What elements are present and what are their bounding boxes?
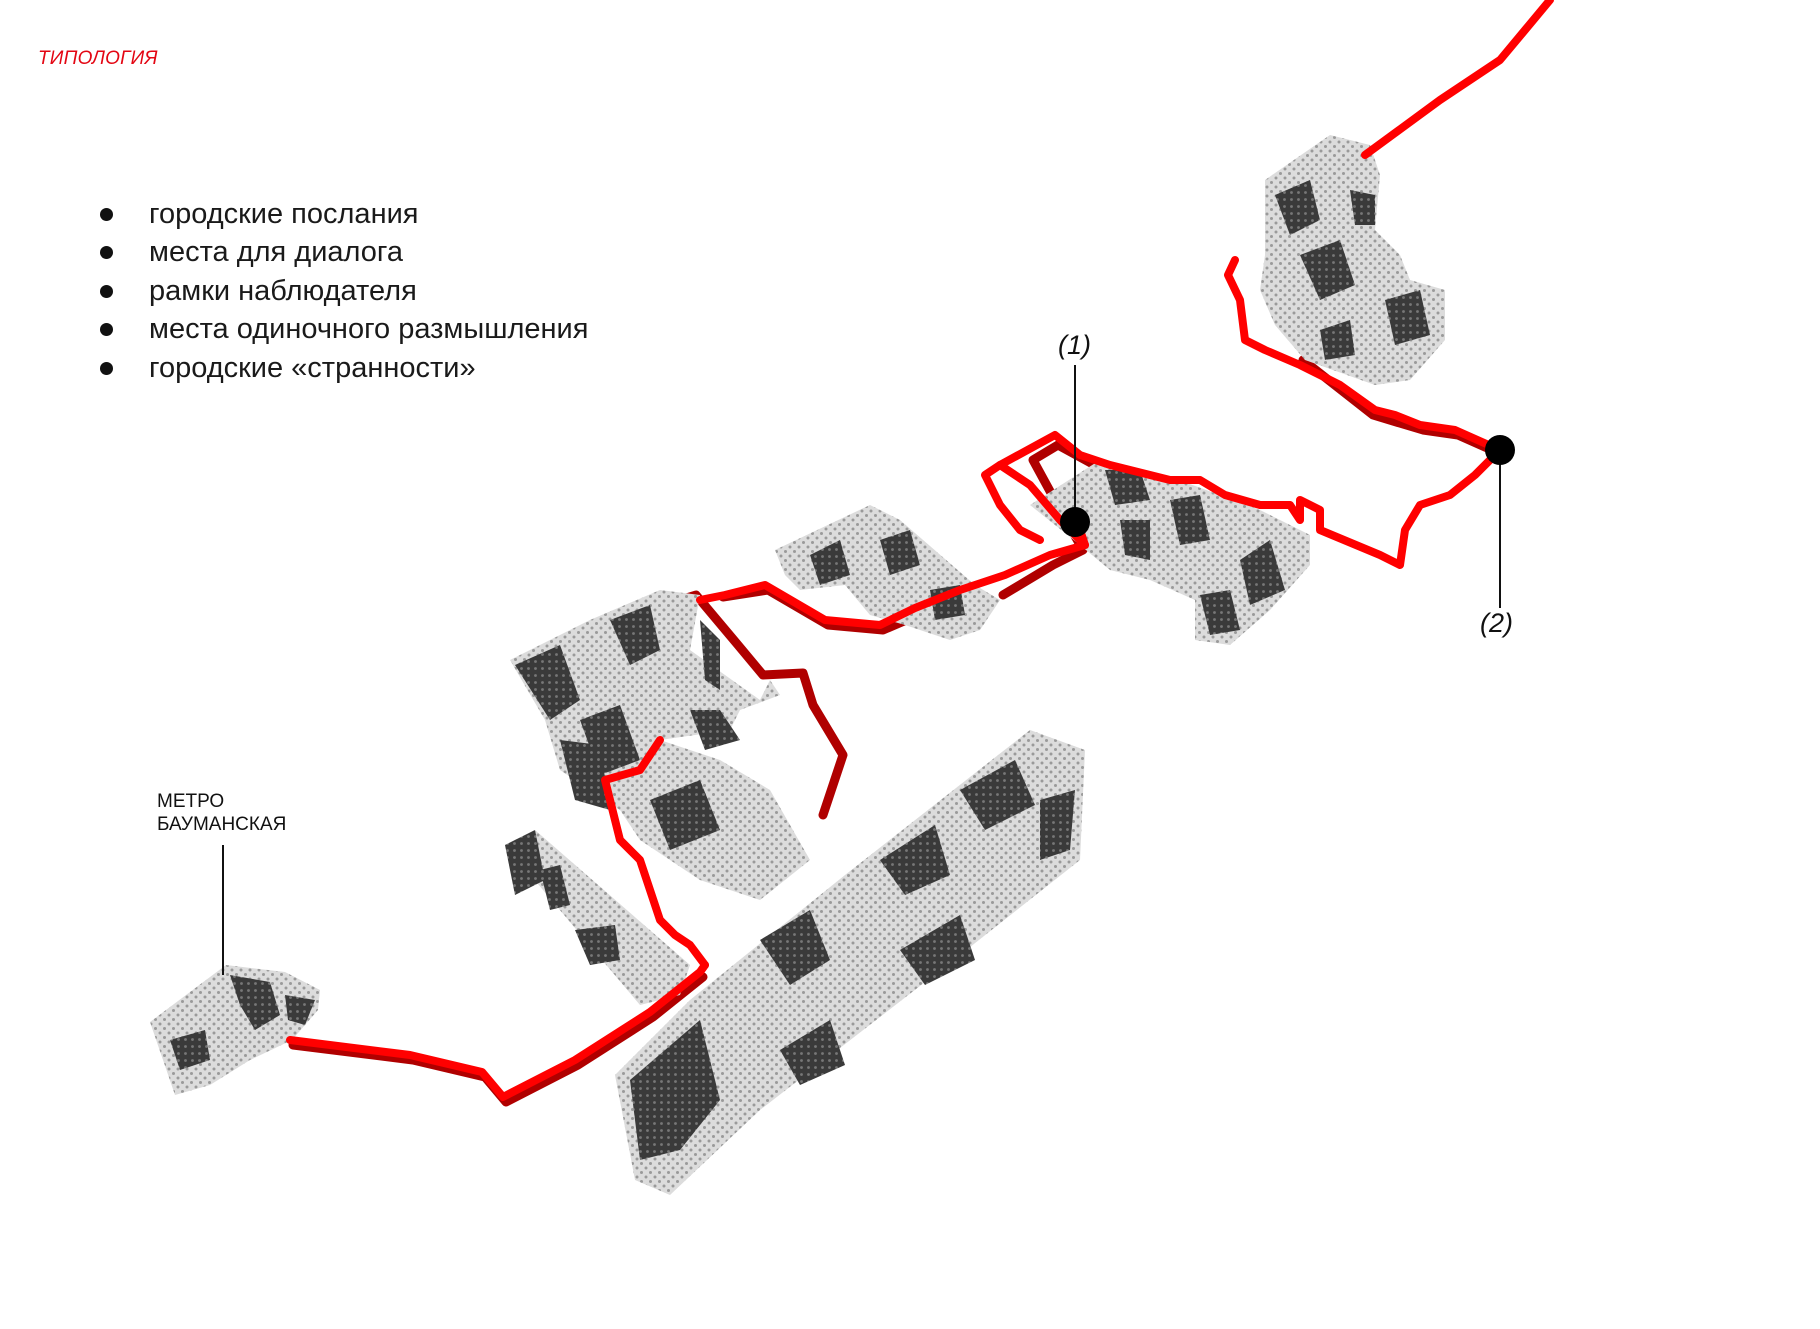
route-segment-loop-top [1224, 256, 1504, 454]
metro-label-line-1: МЕТРО [157, 791, 225, 812]
page-title: ТИПОЛОГИЯ [38, 48, 158, 69]
bullet-icon [100, 361, 113, 375]
block-upper-middle [775, 505, 1000, 640]
block-marker-1 [1030, 460, 1310, 645]
bullet-icon [100, 284, 113, 298]
block-top-right [1260, 135, 1445, 385]
marker-2-label: (2) [1480, 608, 1513, 638]
marker-2-dot [1485, 435, 1515, 465]
legend-item-label: городские послания [149, 197, 419, 230]
bullet-icon [100, 323, 113, 337]
legend-item: городские «странности» [100, 349, 588, 388]
legend-item-label: места для диалога [149, 236, 404, 269]
legend-item-label: места одиночного размышления [149, 313, 589, 346]
legend-item: рамки наблюдателя [100, 272, 588, 311]
route-segment-upper [996, 431, 1504, 569]
legend-item-label: рамки наблюдателя [149, 274, 417, 307]
block-metro [150, 965, 320, 1095]
route-segment-start [286, 961, 709, 1101]
city-blocks [150, 135, 1445, 1195]
legend-item-label: городские «странности» [149, 351, 476, 384]
bullet-icon [100, 246, 113, 260]
typology-legend: городские послания места для диалога рам… [100, 195, 588, 388]
block-long-diagonal [505, 830, 690, 1005]
marker-1-label: (1) [1058, 330, 1091, 360]
route-segment-end [1361, 0, 1554, 159]
route-segment-loop [981, 461, 1089, 549]
route-segment-bend [696, 526, 1089, 629]
marker-1 [1060, 365, 1090, 537]
legend-item: места одиночного размышления [100, 311, 588, 350]
legend-item: городские послания [100, 195, 588, 234]
bullet-icon [100, 207, 113, 221]
metro-label: МЕТРО БАУМАНСКАЯ [157, 790, 286, 836]
block-large-lower [615, 730, 1085, 1195]
marker-1-dot [1060, 507, 1090, 537]
route-segment-middle [601, 736, 709, 969]
route-path [286, 0, 1554, 1101]
legend-item: места для диалога [100, 234, 588, 273]
metro-label-line-2: БАУМАНСКАЯ [157, 814, 287, 835]
marker-2 [1485, 435, 1515, 608]
